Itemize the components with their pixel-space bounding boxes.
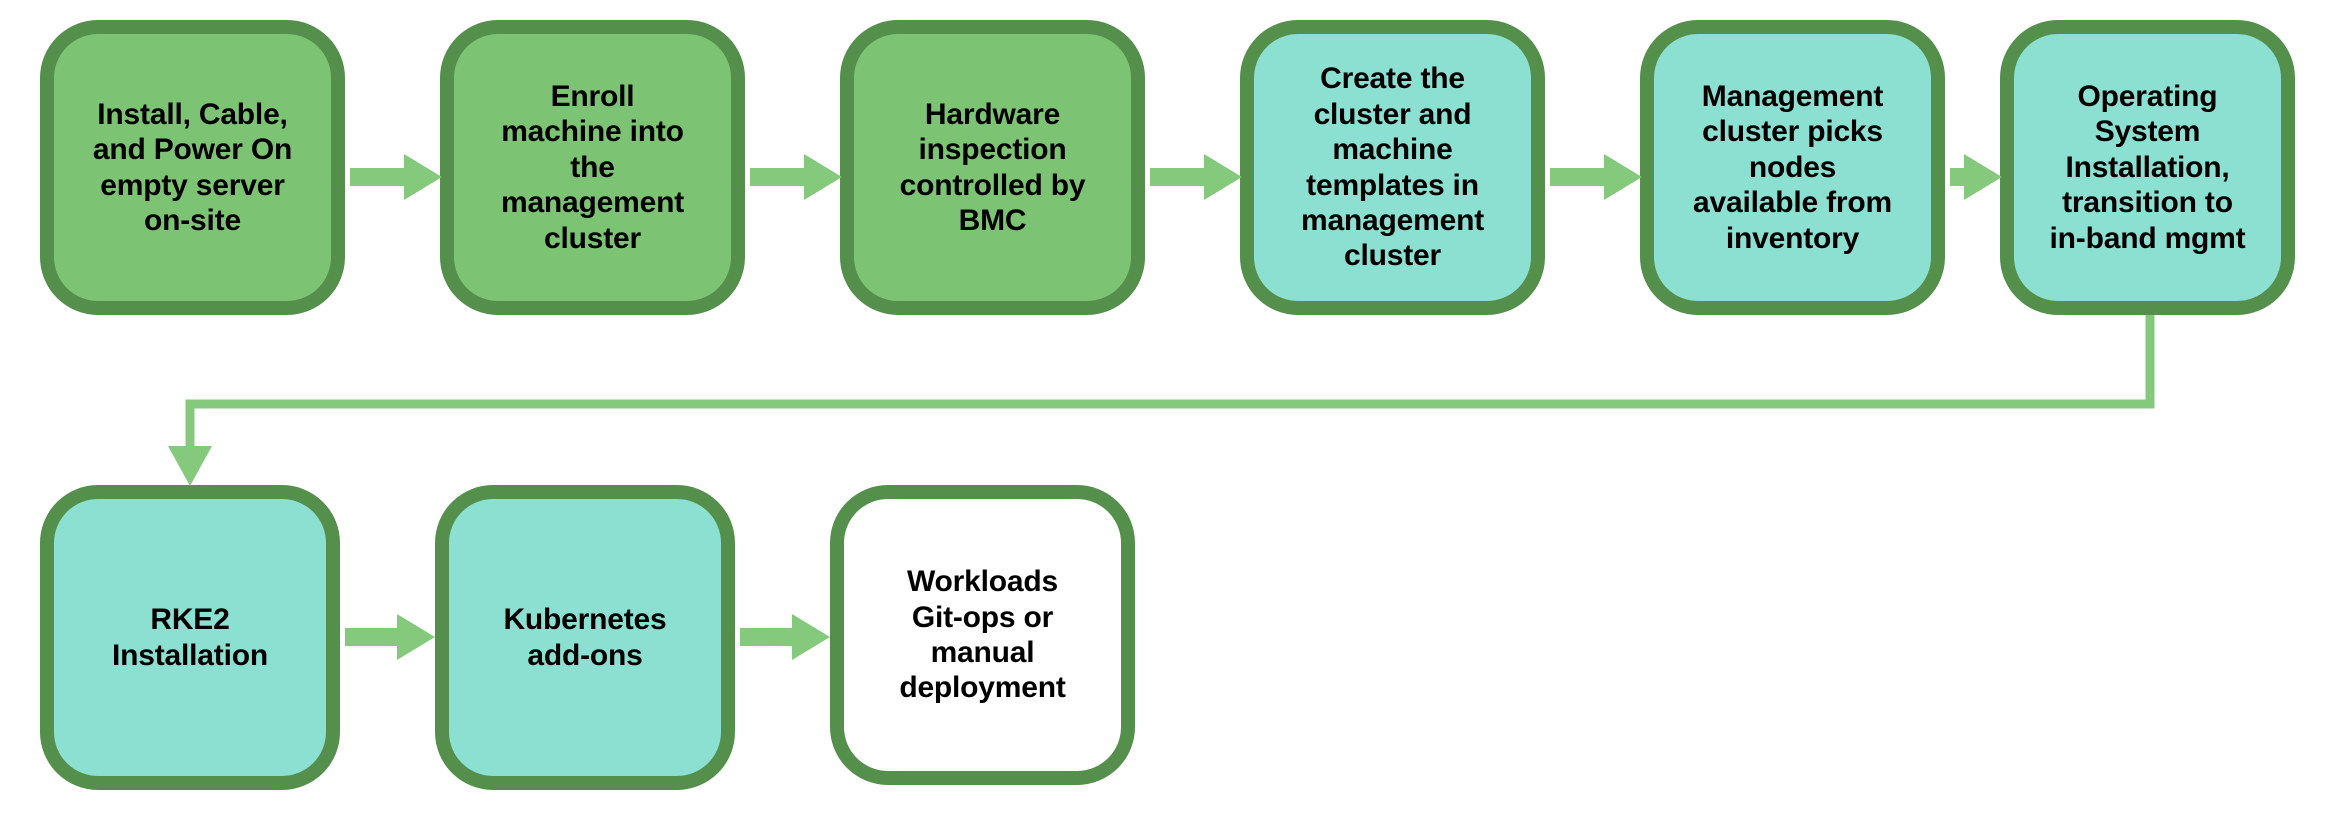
flow-node-label: Kubernetes add-ons	[503, 603, 667, 672]
flow-node-label: Operating System Installation, transitio…	[2049, 80, 2246, 255]
flow-node-create-cluster-templates[interactable]: Create the cluster and machine templates…	[1240, 20, 1545, 315]
flow-node-rke2-installation[interactable]: RKE2 Installation	[40, 485, 340, 790]
connector-arrow-n3-n4	[1150, 154, 1242, 200]
connector-arrow-n5-n6	[1950, 154, 2002, 200]
connector-arrow-n8-n9	[740, 614, 830, 660]
connector-arrow-n4-n5	[1550, 154, 1642, 200]
flow-node-label: Hardware inspection controlled by BMC	[899, 97, 1086, 237]
flow-node-label: Install, Cable, and Power On empty serve…	[92, 97, 293, 237]
flow-node-workloads-gitops[interactable]: Workloads Git-ops or manual deployment	[830, 485, 1135, 785]
flow-node-label: Management cluster picks nodes available…	[1693, 80, 1892, 255]
connector-elbow-n6-n7	[168, 315, 2155, 486]
flow-node-label: Create the cluster and machine templates…	[1300, 62, 1485, 273]
flow-node-label: Workloads Git-ops or manual deployment	[899, 565, 1066, 705]
flow-node-install-cable-power-on[interactable]: Install, Cable, and Power On empty serve…	[40, 20, 345, 315]
connector-arrow-n7-n8	[345, 614, 435, 660]
connector-arrow-n1-n2	[350, 154, 442, 200]
flow-node-label: Enroll machine into the management clust…	[500, 80, 685, 255]
connector-arrow-n2-n3	[750, 154, 842, 200]
flow-node-label: RKE2 Installation	[112, 603, 268, 672]
flow-node-hardware-inspection[interactable]: Hardware inspection controlled by BMC	[840, 20, 1145, 315]
flow-node-enroll-machine[interactable]: Enroll machine into the management clust…	[440, 20, 745, 315]
flow-node-management-cluster-picks-nodes[interactable]: Management cluster picks nodes available…	[1640, 20, 1945, 315]
flow-node-os-installation[interactable]: Operating System Installation, transitio…	[2000, 20, 2295, 315]
flow-node-kubernetes-add-ons[interactable]: Kubernetes add-ons	[435, 485, 735, 790]
